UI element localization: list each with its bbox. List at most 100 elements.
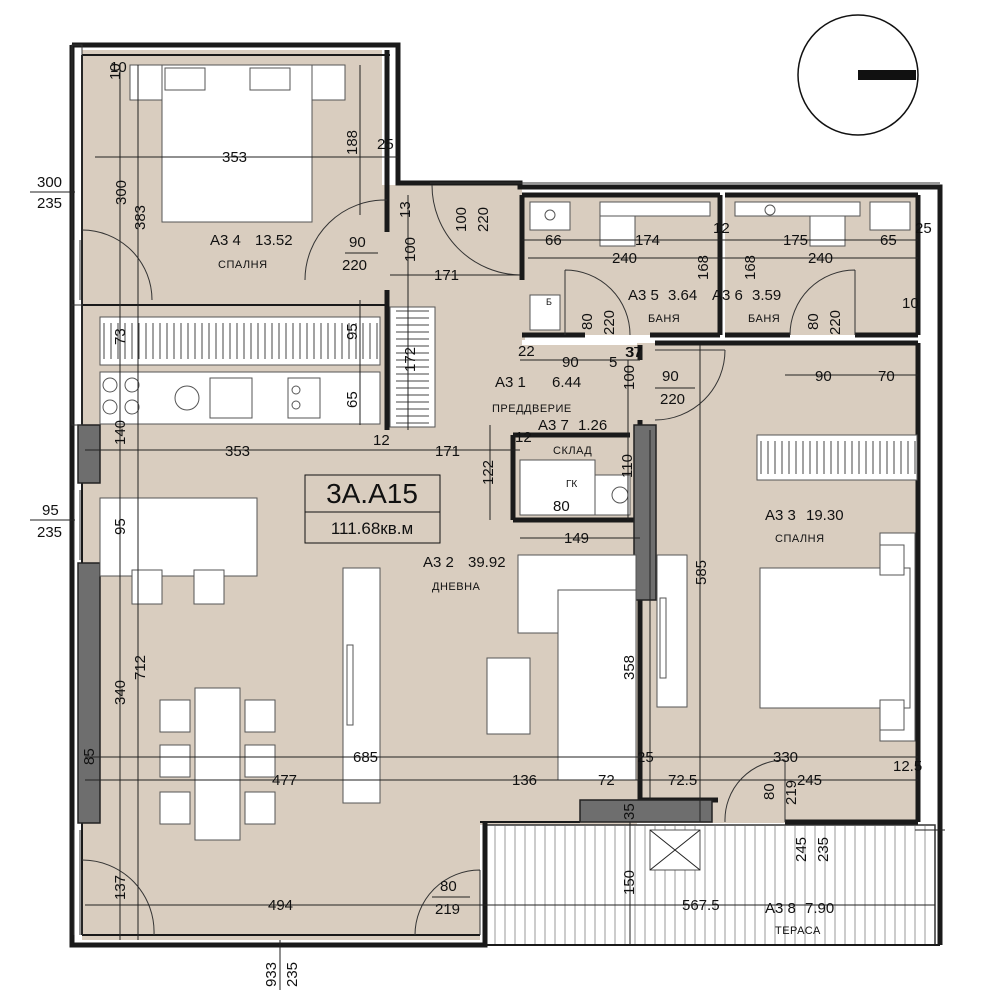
- dim-label: 13: [397, 201, 414, 218]
- wardrobe-hall: [389, 306, 436, 428]
- apartment-code: 3A.A15: [326, 478, 418, 509]
- dim-label: 712: [132, 655, 149, 680]
- dim-label: 245: [797, 772, 822, 789]
- dim-label: 25: [377, 136, 394, 153]
- kitchen-island: [99, 497, 258, 605]
- door-dim-bottom: 220: [475, 207, 492, 232]
- window-dim-bottom: 235: [37, 524, 62, 541]
- dim-label: 175: [783, 232, 808, 249]
- tv-unit: [342, 567, 381, 804]
- room-area-hall: 6.44: [552, 374, 581, 391]
- room-name-living: ДНЕВНА: [432, 581, 481, 593]
- dim-label: 100: [621, 365, 638, 390]
- room-name-bedroom-3: СПАЛНЯ: [775, 533, 825, 545]
- door-dim-top: 100: [453, 207, 470, 232]
- dim-label: 168: [695, 255, 712, 280]
- wardrobe-bedroom-3: [756, 434, 918, 481]
- dim-label: 95: [112, 518, 129, 535]
- window-dim-top: 95: [42, 502, 59, 519]
- dim-label: 149: [564, 530, 589, 547]
- door-dim-top: 80: [805, 313, 822, 330]
- dim-label: 174: [635, 232, 660, 249]
- window-dim-bottom: 235: [37, 195, 62, 212]
- room-name-bath-6: БАНЯ: [748, 313, 780, 325]
- room-code-bedroom-3: А3 3: [765, 507, 796, 524]
- bed-bedroom-3: [759, 532, 916, 742]
- room-area-bath-6: 3.59: [752, 287, 781, 304]
- room-code-living: А3 2: [423, 554, 454, 571]
- door-dim-bottom: 220: [601, 310, 618, 335]
- bedroom-3-tv-unit: [656, 554, 688, 708]
- doors: [81, 184, 856, 936]
- dining-table: [159, 687, 276, 841]
- gk-label: ГК: [566, 479, 577, 490]
- room-code-bath-5: А3 5: [628, 287, 659, 304]
- door-dim-labels: 90 220 100 220 90 220 80 219 80 219 80 2…: [342, 207, 844, 918]
- dim-label: 353: [225, 443, 250, 460]
- door-dim-bottom: 219: [435, 901, 460, 918]
- door-dim-bottom: 220: [827, 310, 844, 335]
- dim-label: 383: [132, 205, 149, 230]
- dim-label: 136: [512, 772, 537, 789]
- door-dim-top: 80: [579, 313, 596, 330]
- room-name-bath-5: БАНЯ: [648, 313, 680, 325]
- room-area-storage: 1.26: [578, 417, 607, 434]
- dim-label: 12: [373, 432, 390, 449]
- dim-label: 5: [609, 354, 617, 371]
- dim-label: 22: [518, 343, 535, 360]
- bed-bedroom-4: [129, 64, 346, 223]
- dim-label: 188: [344, 130, 361, 155]
- door-dim-top: 90: [349, 234, 366, 251]
- kitchen-counter: [99, 371, 381, 425]
- window-dim-top: 245: [793, 837, 810, 862]
- dim-label: 85: [81, 748, 98, 765]
- bath-5-fixtures: [529, 201, 711, 331]
- apartment-label: 3A.A15 111.68кв.м: [304, 474, 441, 544]
- dim-label: 10: [110, 59, 127, 76]
- dim-label: 90: [562, 354, 579, 371]
- room-code-terrace: А3 8: [765, 900, 796, 917]
- door-dim-top: 80: [440, 878, 457, 895]
- window-dim-bottom: 235: [815, 837, 832, 862]
- dim-label: 240: [612, 250, 637, 267]
- window-dim-bottom: 235: [284, 962, 301, 987]
- dim-label: 137: [112, 875, 129, 900]
- room-code-bath-6: А3 6: [712, 287, 743, 304]
- door-dim-bottom: 220: [660, 391, 685, 408]
- dim-label: 567.5: [682, 897, 720, 914]
- north-arrow: [797, 14, 919, 136]
- dim-label: 100: [402, 237, 419, 262]
- dim-label: 12.5: [893, 758, 922, 775]
- dim-label: 12: [515, 429, 532, 446]
- room-area-living: 39.92: [468, 554, 506, 571]
- boiler-label: Б: [546, 297, 552, 307]
- room-area-bedroom-4: 13.52: [255, 232, 293, 249]
- dim-label: 12: [713, 220, 730, 237]
- room-code-hall: А3 1: [495, 374, 526, 391]
- dim-label: 72.5: [668, 772, 697, 789]
- wardrobe-bedroom-4: [99, 316, 381, 366]
- dim-label: 358: [621, 655, 638, 680]
- dim-label: 37: [625, 344, 642, 361]
- room-name-terrace: ТЕРАСА: [775, 925, 821, 937]
- room-name-bedroom-4: СПАЛНЯ: [218, 259, 268, 271]
- dim-label: 110: [619, 454, 636, 478]
- dim-label: 300: [113, 180, 130, 205]
- window-dim-labels: 300 235 95 235 933 235 245 235: [37, 174, 832, 987]
- dim-label: 70: [878, 368, 895, 385]
- dim-label: 66: [545, 232, 562, 249]
- door-dim-bottom: 219: [783, 780, 800, 805]
- dim-label: 171: [434, 267, 459, 284]
- dim-label: 150: [621, 870, 638, 895]
- dim-label: 10: [902, 295, 919, 312]
- dim-label: 122: [480, 460, 497, 485]
- dim-label: 585: [693, 560, 710, 585]
- windows: [73, 182, 940, 935]
- dim-label: 35: [621, 803, 638, 820]
- dim-label: 73: [112, 328, 129, 345]
- room-area-bath-5: 3.64: [668, 287, 697, 304]
- door-dim-bottom: 220: [342, 257, 367, 274]
- dim-label: 494: [268, 897, 293, 914]
- room-name-hall: ПРЕДДВЕРИЕ: [492, 403, 572, 415]
